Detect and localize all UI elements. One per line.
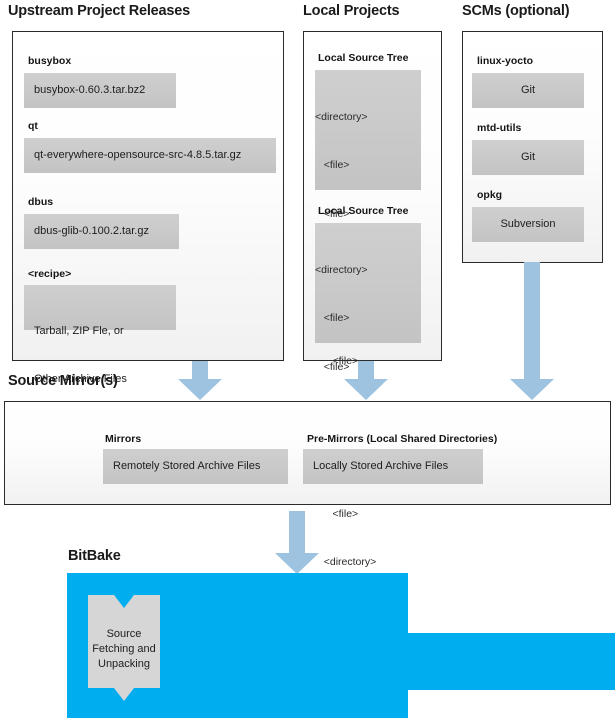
heading-bitbake: BitBake <box>68 548 121 564</box>
chip-local-source-tree-2: <directory> <file> <file> <directory> <f… <box>315 223 421 568</box>
panel-upstream-project-releases: busybox busybox-0.60.3.tar.bz2 qt qt-eve… <box>12 31 284 385</box>
group-label-dbus: dbus <box>28 196 54 208</box>
chip-local-source-tree-1: <directory> <file> <file> <directory> <f… <box>315 70 421 415</box>
group-label-pre-mirrors: Pre-Mirrors (Local Shared Directories) <box>307 433 498 445</box>
recipe-archive-line-1: Tarball, ZIP Fle, or <box>34 324 124 337</box>
tree-line: <file> <box>315 507 359 520</box>
heading-upstream-project-releases: Upstream Project Releases <box>8 3 190 19</box>
heading-scms: SCMs (optional) <box>462 3 570 19</box>
group-label-recipe: <recipe> <box>28 268 72 280</box>
tree-line: <file> <box>315 361 350 374</box>
tree-line: <file> <box>315 208 350 221</box>
tree-line: <file> <box>315 159 350 172</box>
recipe-archive-line-2: Other Archive Files <box>34 372 127 385</box>
panel-local-projects: Local Source Tree <directory> <file> <fi… <box>303 31 442 568</box>
chip-qt-archive: qt-everywhere-opensource-src-4.8.5.tar.g… <box>24 138 276 173</box>
group-label-local-source-tree-1: Local Source Tree <box>318 52 409 64</box>
chip-mtd-utils-scm: Git <box>472 140 584 175</box>
tree-line: <file> <box>315 312 350 325</box>
task-source-fetching-and-unpacking: Source Fetching and Unpacking <box>88 595 160 701</box>
group-label-mtd-utils: mtd-utils <box>477 122 522 134</box>
group-label-busybox: busybox <box>28 55 72 67</box>
arrow-mirrors-to-bitbake <box>275 511 319 574</box>
arrow-upstream-to-mirrors <box>178 361 222 400</box>
panel-scms: linux-yocto Git mtd-utils Git opkg Subve… <box>462 31 603 263</box>
group-label-opkg: opkg <box>477 189 503 201</box>
chip-remotely-stored-archive-files: Remotely Stored Archive Files <box>103 449 288 484</box>
group-label-mirrors: Mirrors <box>105 433 142 445</box>
chip-locally-stored-archive-files: Locally Stored Archive Files <box>303 449 483 484</box>
arrow-scms-to-mirrors <box>510 262 554 400</box>
tree-line: <file> <box>315 354 359 367</box>
chip-linux-yocto-scm: Git <box>472 73 584 108</box>
group-label-local-source-tree-2: Local Source Tree <box>318 205 409 217</box>
heading-local-projects: Local Projects <box>303 3 400 19</box>
chip-recipe-archive-types: Tarball, ZIP Fle, or Other Archive Files <box>24 285 176 385</box>
task-label-line-1: Source <box>106 628 142 640</box>
tree-line: <directory> <box>315 263 368 276</box>
heading-source-mirrors: Source Mirror(s) <box>8 373 118 389</box>
bitbake-process-block <box>67 573 615 723</box>
chip-busybox-archive: busybox-0.60.3.tar.bz2 <box>24 73 176 108</box>
chip-opkg-scm: Subversion <box>472 207 584 242</box>
tree-line: <directory> <box>315 556 377 569</box>
group-label-qt: qt <box>28 120 38 132</box>
task-label: Source Fetching and Unpacking <box>88 627 160 672</box>
chip-dbus-archive: dbus-glib-0.100.2.tar.gz <box>24 214 179 249</box>
task-label-line-3: Unpacking <box>98 657 150 670</box>
task-label-line-2: Fetching and <box>92 642 156 655</box>
arrow-local-projects-to-mirrors <box>344 361 388 400</box>
tree-line: <directory> <box>315 110 368 123</box>
panel-source-mirrors: Mirrors Remotely Stored Archive Files Pr… <box>4 401 611 505</box>
group-label-linux-yocto: linux-yocto <box>477 55 534 67</box>
